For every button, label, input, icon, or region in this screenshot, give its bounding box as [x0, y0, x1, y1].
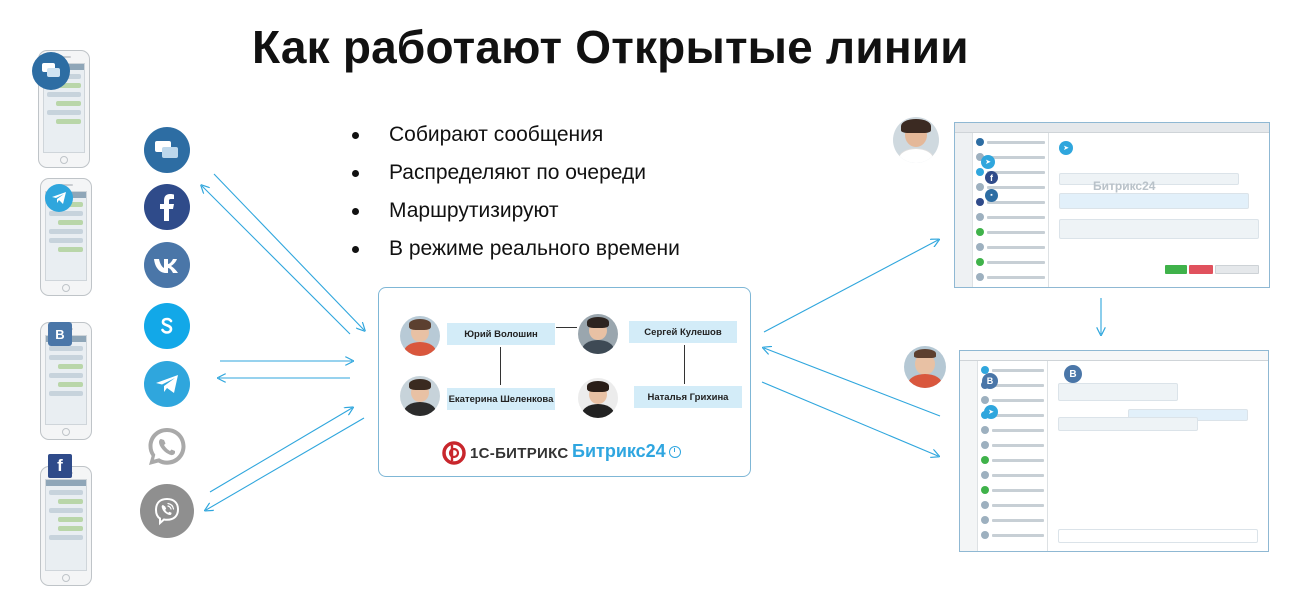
agent-name: Юрий Волошин [447, 323, 555, 345]
onec-logo-text: 1С-БИТРИКС [470, 444, 569, 462]
phone-facebook [40, 466, 92, 586]
avatar [400, 316, 440, 356]
telegram-icon: ➤ [984, 405, 998, 419]
facebook-icon: f [48, 454, 72, 478]
arrow-channels-to-center [209, 408, 352, 493]
viber-icon [140, 484, 194, 538]
bitrix24-watermark: Битрикс24 [1093, 179, 1156, 193]
agent-name: Сергей Кулешов [629, 321, 737, 343]
open-chat-icon: ▪ [985, 189, 998, 202]
avatar [400, 376, 440, 416]
feature-item: Распределяют по очереди [352, 154, 680, 192]
vk-icon [144, 242, 190, 288]
arrow-channels-to-center [213, 173, 364, 330]
telegram-icon [45, 184, 73, 212]
vk-icon: B [1064, 365, 1082, 383]
facebook-icon: f [985, 171, 998, 184]
feature-item: Маршрутизируют [352, 192, 680, 230]
clock-icon [668, 445, 681, 458]
agent-name: Екатерина Шеленкова [447, 388, 555, 410]
bullet-dot [352, 207, 359, 215]
operators-queue-panel [378, 287, 751, 477]
open-chat-icon [144, 127, 190, 173]
avatar [578, 378, 618, 418]
feature-item: В режиме реального времени [352, 230, 680, 268]
operator-avatar [893, 117, 939, 163]
feature-text: В режиме реального времени [389, 237, 680, 260]
arrow-center-to-channels [206, 417, 365, 510]
feature-text: Маршрутизируют [389, 199, 559, 222]
vk-icon: B [48, 322, 72, 346]
bullet-dot [352, 245, 359, 253]
arrow-center-to-operator [761, 381, 938, 456]
operator-avatar [904, 346, 946, 388]
onec-bitrix-logo: 1С-БИТРИКС [442, 441, 568, 465]
avatar [578, 314, 618, 354]
operator-chat-screen: B ➤ B [959, 350, 1269, 552]
skype-icon [144, 303, 190, 349]
facebook-icon [144, 184, 190, 230]
whatsapp-icon [144, 424, 190, 470]
feature-list: Собирают сообщения Распределяют по очере… [352, 116, 680, 268]
arrow-center-to-channels [202, 186, 351, 335]
agent-name: Наталья Грихина [634, 386, 742, 408]
feature-text: Распределяют по очереди [389, 161, 646, 184]
telegram-icon: ➤ [981, 155, 995, 169]
open-chat-icon [32, 52, 70, 90]
bullet-dot [352, 169, 359, 177]
connector-line [500, 347, 502, 385]
bullet-dot [352, 131, 359, 139]
telegram-icon [144, 361, 190, 407]
onec-logo-icon [442, 441, 466, 465]
page-title: Как работают Открытые линии [252, 21, 969, 73]
connector-line [684, 345, 686, 384]
feature-text: Собирают сообщения [389, 123, 604, 146]
telegram-icon: ➤ [1059, 141, 1073, 155]
arrow-center-to-operator [763, 240, 938, 333]
connector-line [556, 327, 577, 329]
bitrix24-logo: Битрикс24 [572, 441, 681, 462]
operator-chat-screen: Битрикс24 ➤ ➤ f ▪ [954, 122, 1270, 288]
bitrix24-logo-text: Битрикс24 [572, 441, 666, 461]
vk-icon: B [982, 373, 998, 389]
feature-item: Собирают сообщения [352, 116, 680, 154]
